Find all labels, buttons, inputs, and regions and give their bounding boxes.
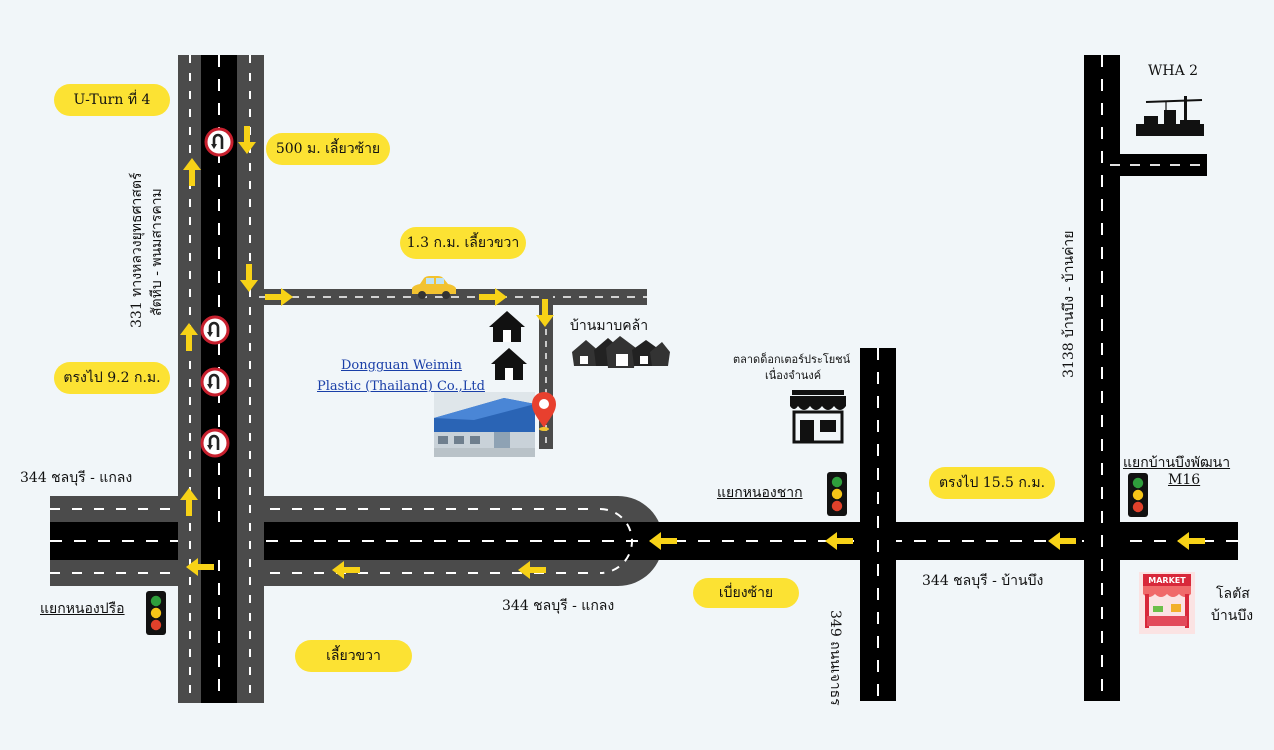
lotus-label-line2: บ้านบึง <box>1211 608 1254 624</box>
location-pin-icon <box>532 392 556 431</box>
junction-banbueng-m16: M16 <box>1168 472 1201 488</box>
road-344-west-label: 344 ชลบุรี - แกลง <box>20 470 133 486</box>
market-label-line1: ตลาดด็อกเตอร์ประโยชน์ <box>733 353 851 366</box>
company-name-line2: Plastic (Thailand) Co.,Ltd <box>317 379 485 394</box>
house-icon <box>489 311 525 342</box>
road-3138 <box>1084 55 1207 701</box>
junction-nongchak: แยกหนองชาก <box>717 485 803 501</box>
market-label-line2: เนื่องจำนงค์ <box>765 369 822 382</box>
road-349 <box>860 348 896 701</box>
u-turn-sign-icon <box>200 315 230 345</box>
construction-crane-icon <box>1136 96 1204 136</box>
label-straight-9-2: ตรงไป 9.2 ก.ม. <box>54 362 170 394</box>
house-icon <box>491 348 527 380</box>
shop-icon <box>790 390 846 444</box>
traffic-light-icon <box>146 591 166 635</box>
factory-icon <box>434 392 535 457</box>
village-label: บ้านมาบคล้า <box>570 318 649 334</box>
u-turn-sign-icon <box>200 428 230 458</box>
road-331-label-line1: 331 ทางหลวงยุทธศาสตร์ <box>129 172 145 328</box>
road-3138-label: 3138 บ้านบึง - บ้านค่าย <box>1061 230 1077 379</box>
road-331-label-line2: สัตหีบ - พนมสารคาม <box>149 188 165 316</box>
junction-banbueng: แยกบ้านบึงพัฒนา <box>1123 455 1231 471</box>
traffic-light-icon <box>827 472 847 516</box>
junction-nongpruea: แยกหนองปรือ <box>40 601 125 617</box>
traffic-light-icon <box>1128 473 1148 517</box>
u-turn-sign-icon <box>204 127 234 157</box>
label-turn-right-1-3: 1.3 ก.ม. เลี้ยวขวา <box>400 227 526 259</box>
market-stall-icon: MARKET <box>1139 572 1195 634</box>
road-349-label: 349 ถนนเจาธร <box>827 610 843 706</box>
label-turn-left-500: 500 ม. เลี้ยวซ้าย <box>266 133 390 165</box>
label-veer-left: เบี่ยงซ้าย <box>693 578 799 608</box>
wha-label: WHA 2 <box>1148 63 1199 79</box>
company-name-line1: Dongguan Weimin <box>341 358 462 373</box>
label-straight-15-5: ตรงไป 15.5 ก.ม. <box>929 467 1055 499</box>
road-344-east-label: 344 ชลบุรี - บ้านบึง <box>922 573 1044 589</box>
label-uturn-4: U-Turn ที่ 4 <box>54 84 170 116</box>
lotus-label-line1: โลตัส <box>1216 586 1250 602</box>
market-sign: MARKET <box>1148 576 1186 585</box>
u-turn-sign-icon <box>200 367 230 397</box>
village-icon <box>572 336 670 368</box>
label-turn-right: เลี้ยวขวา <box>295 640 412 672</box>
road-344-center-label: 344 ชลบุรี - แกลง <box>502 598 615 614</box>
car-icon <box>412 276 456 299</box>
